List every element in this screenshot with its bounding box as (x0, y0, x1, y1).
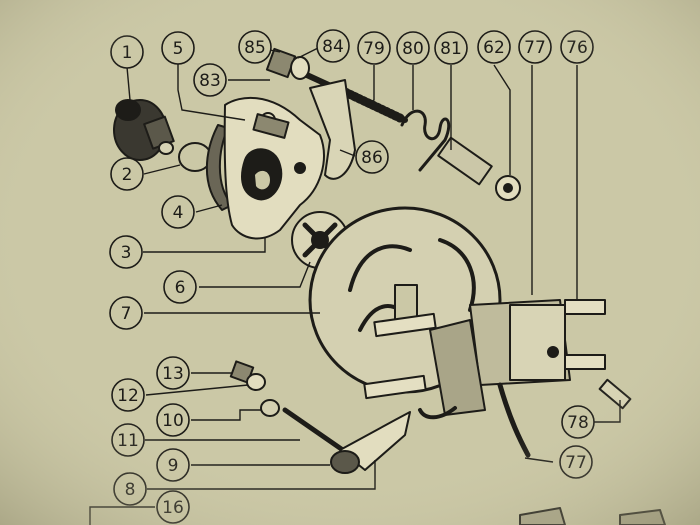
parts-diagram: 1585847980816277768386243671312101198167… (0, 0, 700, 525)
diagram-canvas: 1585847980816277768386243671312101198167… (0, 0, 700, 525)
photo-vignette (0, 0, 700, 525)
